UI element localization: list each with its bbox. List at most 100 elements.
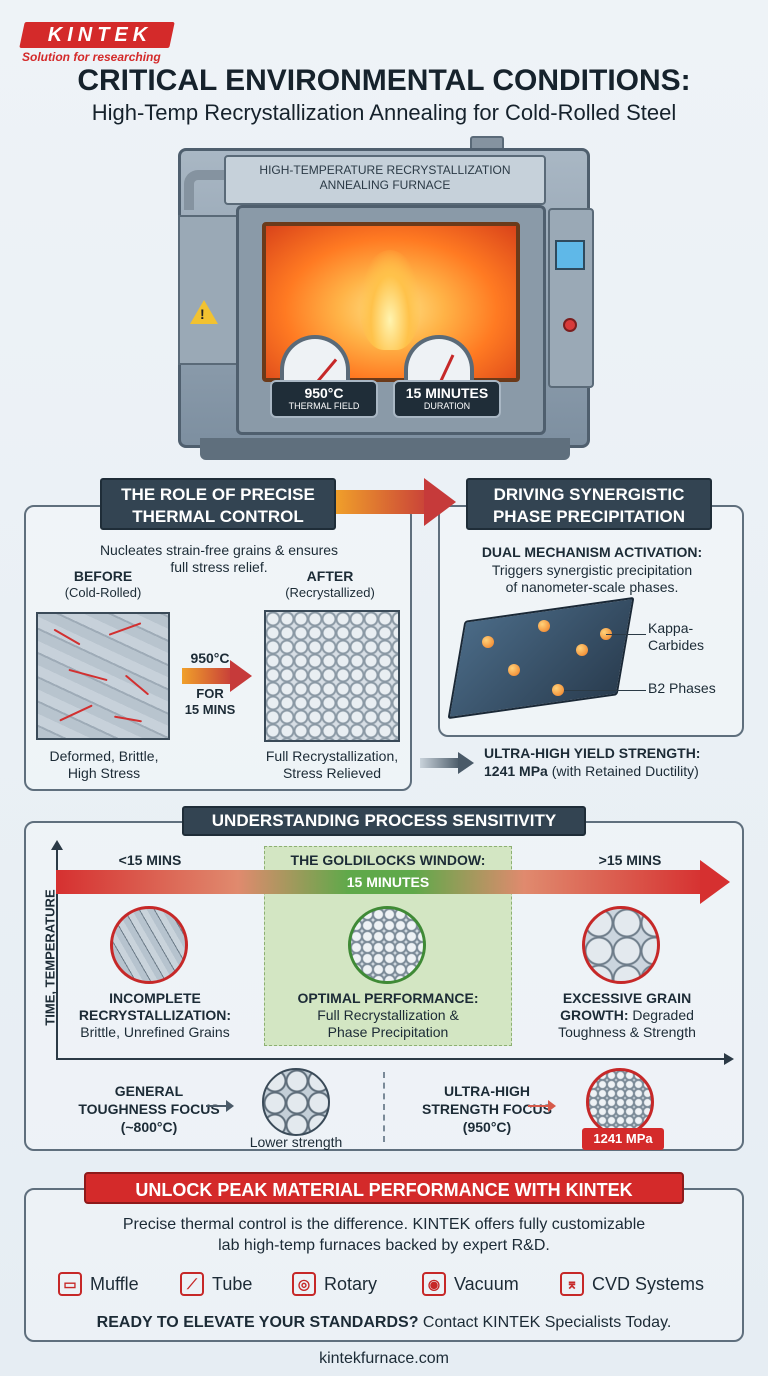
incomplete-recrystallization-caption: INCOMPLETE RECRYSTALLIZATION: Brittle, U… xyxy=(60,990,250,1041)
thermal-heading-line2: THERMAL CONTROL xyxy=(132,507,304,526)
b2-leader-line xyxy=(564,690,646,691)
dual-mechanism-line1: Triggers synergistic precipitation xyxy=(491,562,693,578)
cta-heading: UNLOCK PEAK MATERIAL PERFORMANCE WITH KI… xyxy=(84,1172,684,1204)
ultra-focus-arrow-head xyxy=(548,1100,556,1112)
after-label: AFTER xyxy=(306,568,354,584)
process-arrow-head xyxy=(230,660,252,692)
product-tube[interactable]: ⟋ Tube xyxy=(180,1272,252,1296)
dual-mechanism-text: Triggers synergistic precipitation of na… xyxy=(446,562,738,596)
s3-bold-line1: EXCESSIVE GRAIN xyxy=(562,990,692,1006)
vacuum-furnace-icon: ◉ xyxy=(422,1272,446,1296)
duration-value: 15 MINUTES xyxy=(405,385,489,401)
yield-arrow-head xyxy=(458,752,474,774)
yield-note: (with Retained Ductility) xyxy=(551,763,699,779)
gen-line3: (~800°C) xyxy=(120,1119,178,1135)
ultra-line3: (950°C) xyxy=(462,1119,512,1135)
time-gradient-arrow-head xyxy=(700,860,730,904)
contact-call-to-action[interactable]: READY TO ELEVATE YOUR STANDARDS? Contact… xyxy=(0,1314,768,1332)
website-link[interactable]: kintekfurnace.com xyxy=(319,1350,449,1367)
after-caption-line2: Stress Relieved xyxy=(282,765,382,781)
b2-phases-label: B2 Phases xyxy=(648,680,716,696)
lower-strength-note: Lower strength xyxy=(249,1134,343,1150)
s3-bold-line2: GROWTH: xyxy=(560,1007,629,1023)
rotary-furnace-icon: ◎ xyxy=(292,1272,316,1296)
strength-badge: 1241 MPa xyxy=(582,1128,664,1150)
phase-precipitation-heading: DRIVING SYNERGISTIC PHASE PRECIPITATION xyxy=(466,478,712,530)
cta-description: Precise thermal control is the differenc… xyxy=(40,1214,728,1256)
thermal-intro-line2: full stress relief. xyxy=(170,559,268,575)
furnace-left-panel xyxy=(178,215,238,365)
product-cvd[interactable]: ⌆ CVD Systems xyxy=(560,1272,704,1296)
thermal-control-heading: THE ROLE OF PRECISE THERMAL CONTROL xyxy=(100,478,336,530)
optimal-grain-icon xyxy=(348,906,426,984)
furnace-pipe xyxy=(184,170,224,210)
coarse-microstructure-icon xyxy=(262,1068,330,1136)
stress-crack xyxy=(124,674,150,696)
kappa-carbides-label: Kappa- Carbides xyxy=(648,620,704,654)
recrystallized-microstructure xyxy=(264,610,400,742)
yield-value: 1241 MPa xyxy=(484,763,548,779)
furnace-label: HIGH-TEMPERATURE RECRYSTALLIZATION ANNEA… xyxy=(224,163,546,193)
tube-furnace-icon: ⟋ xyxy=(180,1272,204,1296)
kappa-label-line2: Carbides xyxy=(648,637,705,653)
process-for: FOR xyxy=(196,686,224,701)
phase-heading-line1: DRIVING SYNERGISTIC xyxy=(493,485,685,504)
page-title: CRITICAL ENVIRONMENTAL CONDITIONS: xyxy=(77,64,691,97)
phase-heading-line2: PHASE PRECIPITATION xyxy=(492,507,686,526)
y-axis-arrow xyxy=(51,840,63,850)
optimal-performance-caption: OPTIMAL PERFORMANCE: Full Recrystallizat… xyxy=(264,990,512,1041)
flame-icon xyxy=(360,250,420,350)
cta-text-line1: Precise thermal control is the differenc… xyxy=(122,1216,646,1233)
control-screen-icon xyxy=(555,240,585,270)
time-gradient-arrow xyxy=(56,870,706,894)
general-focus-arrow xyxy=(206,1105,228,1107)
after-caption: Full Recrystallization, Stress Relieved xyxy=(252,748,412,782)
temperature-gauge-icon xyxy=(280,335,350,385)
s1-bold-line2: RECRYSTALLIZATION: xyxy=(78,1007,232,1023)
yield-strength-label: ULTRA-HIGH YIELD STRENGTH: xyxy=(484,745,701,761)
before-label: BEFORE xyxy=(73,568,133,584)
s1-bold-line1: INCOMPLETE xyxy=(109,990,201,1006)
yield-arrow xyxy=(420,758,460,768)
gen-line2: TOUGHNESS FOCUS xyxy=(78,1101,220,1117)
stress-crack xyxy=(68,668,108,682)
cta-text-line2: lab high-temp furnaces backed by expert … xyxy=(218,1237,550,1254)
s2-bold: OPTIMAL PERFORMANCE: xyxy=(297,990,479,1006)
duration-caption: DURATION xyxy=(423,401,471,411)
focus-divider xyxy=(383,1072,385,1142)
process-arrow xyxy=(182,668,234,684)
product-vacuum[interactable]: ◉ Vacuum xyxy=(422,1272,519,1296)
before-caption: Deformed, Brittle, High Stress xyxy=(34,748,174,782)
product-tube-label: Tube xyxy=(212,1273,253,1294)
product-muffle[interactable]: ▭ Muffle xyxy=(58,1272,139,1296)
cvd-system-icon: ⌆ xyxy=(560,1272,584,1296)
stress-crack xyxy=(59,704,93,722)
under-15-label: <15 MINS xyxy=(118,852,182,868)
brand-logo-text: KINTEK xyxy=(47,24,153,46)
after-sublabel: (Recrystallized) xyxy=(285,585,375,600)
s2-line2: Phase Precipitation xyxy=(327,1024,449,1040)
gen-line1: GENERAL xyxy=(114,1083,184,1099)
ultra-high-strength-focus: ULTRA-HIGH STRENGTH FOCUS (950°C) xyxy=(412,1082,562,1136)
incomplete-grain-icon xyxy=(110,906,188,984)
coarse-grain-icon xyxy=(582,906,660,984)
kappa-label-line1: Kappa- xyxy=(648,620,694,636)
temperature-caption: THERMAL FIELD xyxy=(288,401,360,411)
ready-bold: READY TO ELEVATE YOUR STANDARDS? xyxy=(96,1314,419,1331)
kappa-carbide-particle xyxy=(482,636,494,648)
ultra-line2: STRENGTH FOCUS xyxy=(422,1101,552,1117)
flow-arrow-head xyxy=(424,478,456,526)
page-subtitle: High-Temp Recrystallization Annealing fo… xyxy=(91,100,677,125)
cold-rolled-microstructure xyxy=(36,612,170,740)
goldilocks-value: 15 MINUTES xyxy=(346,874,430,890)
dual-mechanism-label: DUAL MECHANISM ACTIVATION: xyxy=(481,544,703,560)
brand-tagline: Solution for researching xyxy=(22,50,161,64)
process-sensitivity-heading: UNDERSTANDING PROCESS SENSITIVITY xyxy=(182,806,586,836)
before-sublabel: (Cold-Rolled) xyxy=(64,585,142,600)
duration-gauge-icon xyxy=(404,335,474,385)
s3-text-a: Degraded xyxy=(632,1007,694,1023)
product-rotary[interactable]: ◎ Rotary xyxy=(292,1272,377,1296)
furnace-label-line1: HIGH-TEMPERATURE RECRYSTALLIZATION xyxy=(259,163,511,177)
before-caption-line1: Deformed, Brittle, xyxy=(49,748,159,764)
s3-line2: GROWTH: Degraded xyxy=(532,1007,722,1024)
